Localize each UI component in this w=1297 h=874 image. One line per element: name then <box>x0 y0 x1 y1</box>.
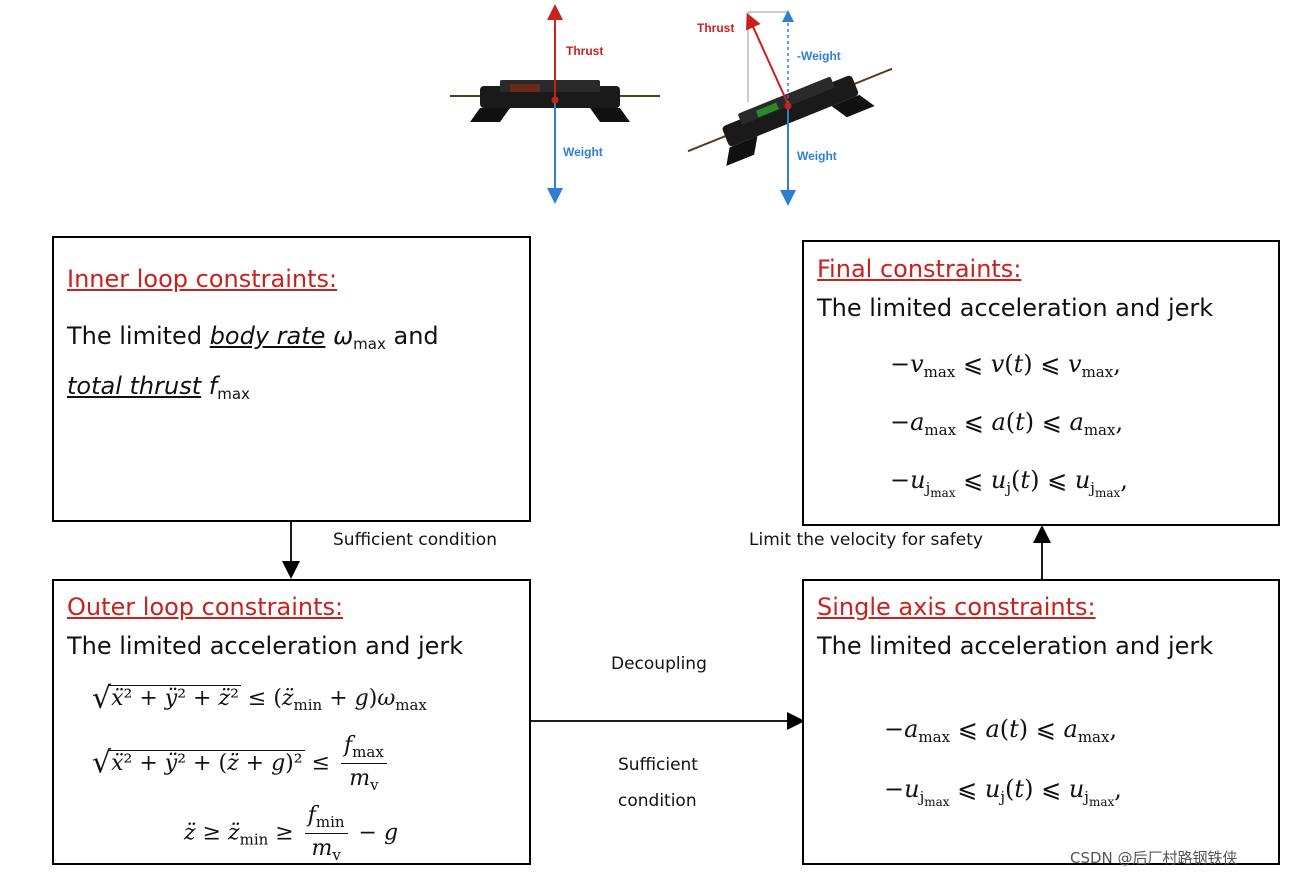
right-neg-weight-label: -Weight <box>797 49 841 63</box>
final-eq2: −amax ⩽ a(t) ⩽ amax, <box>890 408 1124 439</box>
left-drone <box>450 4 660 204</box>
inner-loop-line1: The limited body rate ωmax and <box>67 322 439 353</box>
label-sufficient: Sufficient <box>618 755 698 775</box>
right-thrust-label: Thrust <box>697 21 735 35</box>
drone-illustration <box>450 4 893 206</box>
inner-loop-line2: total thrust fmax <box>67 372 250 403</box>
final-constraints-box: Final constraints: The limited accelerat… <box>802 240 1280 526</box>
right-drone <box>687 10 893 206</box>
left-weight-label: Weight <box>563 145 603 159</box>
outer-loop-title: Outer loop constraints: <box>67 593 344 621</box>
csdn-watermark: CSDN @后厂村路钢铁侠 <box>1070 849 1238 867</box>
outer-loop-description: The limited acceleration and jerk <box>67 632 464 660</box>
final-title: Final constraints: <box>817 255 1022 283</box>
label-sufficient-condition: Sufficient condition <box>333 530 497 550</box>
single-eq1: −amax ⩽ a(t) ⩽ amax, <box>884 715 1118 746</box>
right-weight-label: Weight <box>797 149 837 163</box>
label-limit-velocity: Limit the velocity for safety <box>749 530 983 550</box>
single-axis-box: Single axis constraints: The limited acc… <box>802 579 1280 865</box>
label-decoupling: Decoupling <box>611 654 707 674</box>
label-condition: condition <box>618 791 697 811</box>
single-eq2: −ujmax ⩽ uj(t) ⩽ ujmax, <box>884 775 1122 809</box>
inner-loop-box: Inner loop constraints: The limited body… <box>52 236 531 522</box>
final-description: The limited acceleration and jerk <box>817 294 1214 322</box>
single-axis-description: The limited acceleration and jerk <box>817 632 1214 660</box>
left-thrust-label: Thrust <box>566 44 604 58</box>
final-eq1: −vmax ⩽ v(t) ⩽ vmax, <box>890 350 1121 381</box>
outer-eq1: √ẍ² + ÿ² + z̈² ≤ (z̈min + g)ωmax <box>92 681 427 716</box>
final-eq3: −ujmax ⩽ uj(t) ⩽ ujmax, <box>890 466 1128 500</box>
outer-loop-box: Outer loop constraints: The limited acce… <box>52 579 531 865</box>
single-axis-title: Single axis constraints: <box>817 593 1096 621</box>
inner-loop-title: Inner loop constraints: <box>67 265 338 293</box>
